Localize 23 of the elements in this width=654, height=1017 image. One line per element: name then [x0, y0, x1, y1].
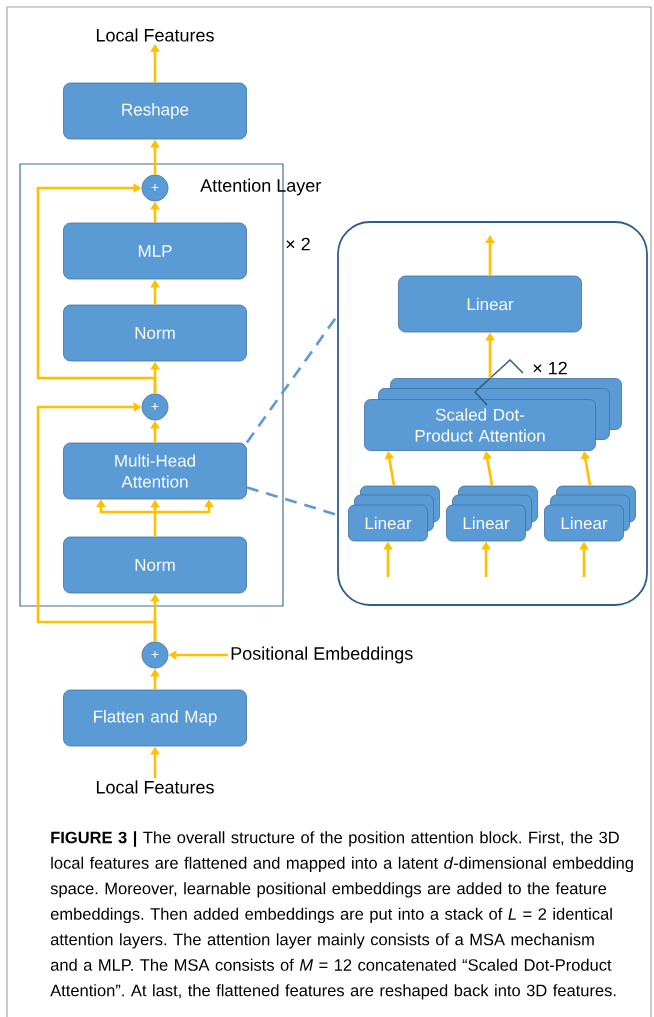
stacked-box: Linear [544, 485, 636, 542]
flow-label: Local Features [96, 28, 214, 42]
stacked-box: Linear [446, 485, 538, 542]
detail-panel [337, 221, 648, 606]
process-box: Reshape [63, 82, 247, 140]
process-box: MLP [63, 222, 247, 280]
repeat-count: × 2 [286, 237, 310, 251]
arrow [482, 451, 494, 486]
process-box: Linear [398, 275, 582, 333]
repeat-count: × 12 [533, 361, 567, 375]
arrow [36, 183, 157, 394]
flow-label: Positional Embeddings [231, 646, 413, 664]
stacked-box: Scaled Dot-Product Attention [364, 378, 622, 451]
process-box: Flatten and Map [63, 689, 247, 747]
flow-label: Local Features [96, 780, 214, 794]
arrow [384, 451, 396, 486]
process-box: Norm [63, 304, 247, 362]
caption: FIGURE 3 | The overall structure of the position attention block. First, the 3D local features are flattened and mapped into a latent d-dimensional embedding space. Moreover, learnable positional embeddings are added to the feature embeddings. Then added embeddings are put into a stack of L = 2 identical attention layers. The attention layer mainly consists of a MSA mechanism and a MLP. The MSA consists of M = 12 concatenated “Scaled Dot-Product Attention”. At last, the flattened features are reshaped back into 3D features. [50, 831, 633, 1000]
stacked-box: Linear [348, 485, 440, 542]
arrow [36, 402, 157, 642]
process-box: Norm [63, 536, 247, 594]
arrow [580, 451, 592, 486]
process-box: Multi-Head Attention [63, 442, 247, 500]
